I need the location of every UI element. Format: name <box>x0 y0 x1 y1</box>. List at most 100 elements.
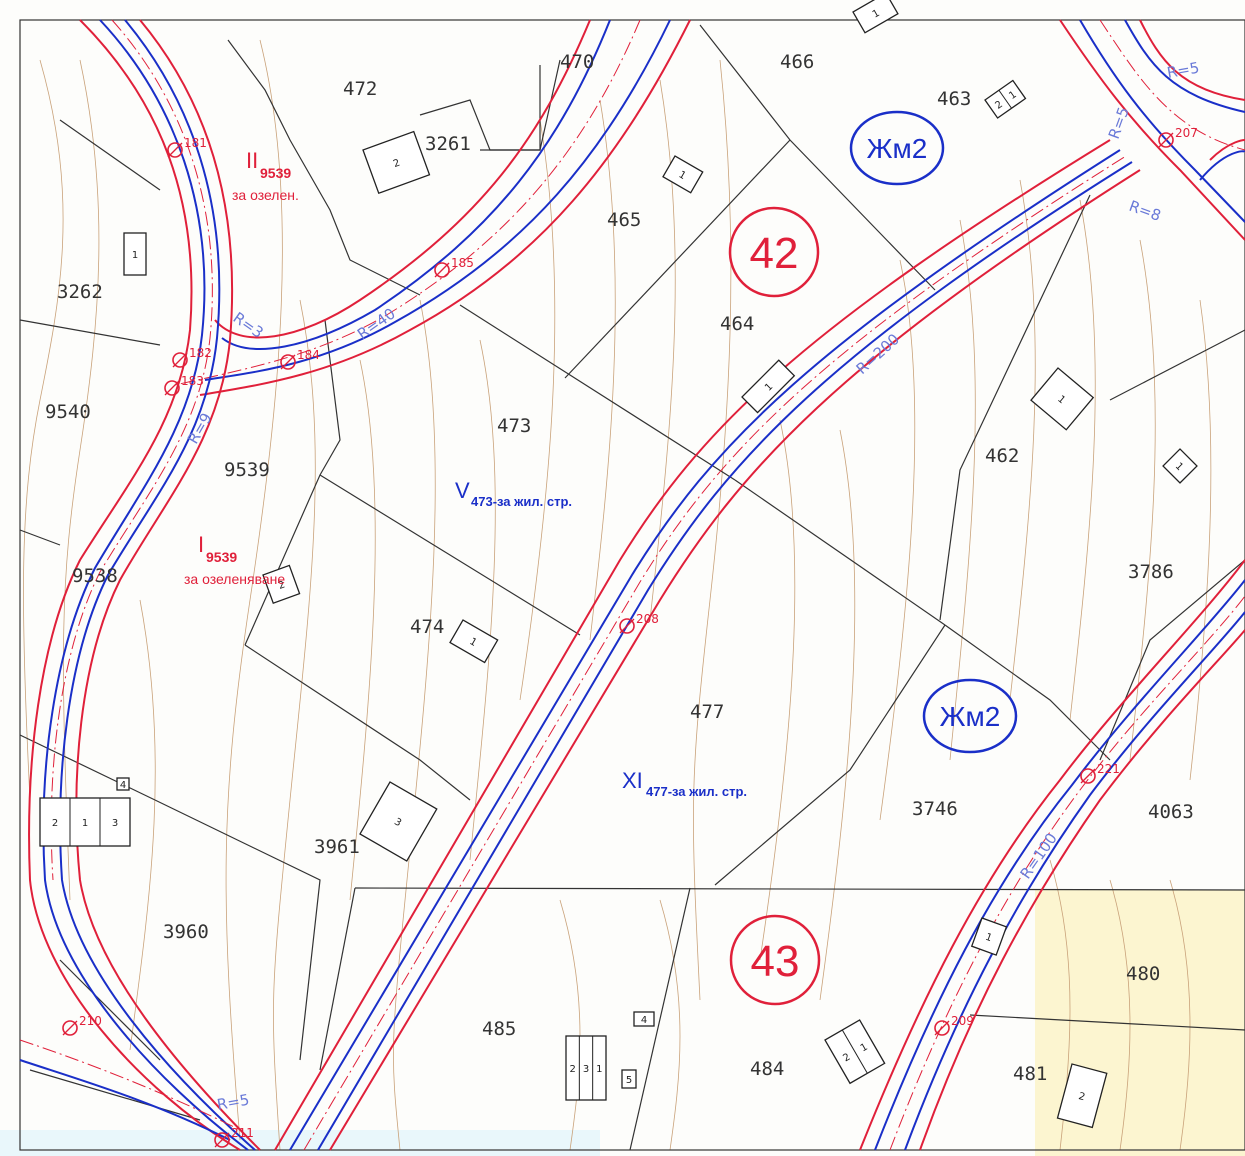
survey-point-number: 211 <box>231 1126 254 1140</box>
survey-point: 181 <box>167 136 207 158</box>
zone-marker[interactable]: Жм2 <box>849 110 945 186</box>
survey-point-number: 181 <box>184 136 207 150</box>
svg-text:за озеленяване: за озеленяване <box>184 571 285 587</box>
block-number: 42 <box>750 229 799 278</box>
survey-point: 208 <box>619 612 659 634</box>
building: 1 <box>662 155 704 194</box>
survey-point-number: 207 <box>1175 126 1198 140</box>
block-number-marker[interactable]: 42 <box>728 206 820 298</box>
survey-point-number: 185 <box>451 256 474 270</box>
zone-code: Жм2 <box>867 133 928 164</box>
building-number: 3 <box>112 818 118 829</box>
plot-number[interactable]: 480 <box>1126 963 1160 985</box>
svg-text:477-за жил. стр.: 477-за жил. стр. <box>646 784 747 799</box>
survey-point-number: 208 <box>636 612 659 626</box>
curve-radius-label: R=5 <box>216 1091 251 1114</box>
building-number: 1 <box>871 8 882 21</box>
plot-number[interactable]: 9540 <box>45 401 91 423</box>
survey-point-number: 182 <box>189 346 212 360</box>
survey-point: 211 <box>214 1126 254 1148</box>
building-number: 3 <box>392 816 403 829</box>
svg-text:9539: 9539 <box>260 165 291 181</box>
plot-number[interactable]: 9539 <box>224 459 270 481</box>
survey-point-number: 209 <box>951 1014 974 1028</box>
plot-number[interactable]: 470 <box>560 51 594 73</box>
plot-number[interactable]: 3961 <box>314 836 360 858</box>
plot-number[interactable]: 464 <box>720 313 754 335</box>
building: 1 <box>1162 448 1198 484</box>
plot-number[interactable]: 474 <box>410 616 444 638</box>
building-number: 1 <box>1007 89 1019 102</box>
plot-number[interactable]: 462 <box>985 445 1019 467</box>
contour-lines <box>23 39 1212 1151</box>
parcel-boundaries <box>19 19 1245 1151</box>
road-network <box>19 19 1245 1151</box>
building-number: 1 <box>677 169 688 182</box>
survey-point-number: 221 <box>1097 762 1120 776</box>
svg-text:V: V <box>455 478 470 503</box>
building-number: 1 <box>468 636 479 649</box>
building: 1 <box>123 232 147 276</box>
building-number: 1 <box>596 1064 602 1075</box>
building-number: 1 <box>984 932 994 945</box>
building-number: 2 <box>277 579 287 592</box>
building-number: 2 <box>569 1064 575 1075</box>
building-number: 2 <box>993 99 1005 112</box>
building: 3 <box>359 781 438 862</box>
survey-point: 185 <box>434 256 474 278</box>
building: 1 <box>852 0 899 34</box>
building-number: 4 <box>641 1015 647 1026</box>
building-number: 2 <box>841 1052 852 1065</box>
plot-number[interactable]: 485 <box>482 1018 516 1040</box>
building: 2 <box>362 130 431 195</box>
building: 2 <box>262 564 301 605</box>
plot-number[interactable]: 465 <box>607 209 641 231</box>
survey-point: 182 <box>172 346 212 368</box>
svg-text:I: I <box>198 532 204 557</box>
building: 4 <box>633 1011 655 1027</box>
plot-number[interactable]: 9538 <box>72 565 118 587</box>
survey-point-number: 210 <box>79 1014 102 1028</box>
plot-number[interactable]: 3261 <box>425 133 471 155</box>
survey-point: 210 <box>62 1014 102 1036</box>
survey-point-number: 184 <box>297 348 320 362</box>
block-number: 43 <box>751 937 800 986</box>
plot-number[interactable]: 484 <box>750 1058 784 1080</box>
plot-number[interactable]: 472 <box>343 78 377 100</box>
plot-number[interactable]: 3786 <box>1128 561 1174 583</box>
survey-point: 221 <box>1080 762 1120 784</box>
building: 5 <box>621 1069 637 1089</box>
plot-number[interactable]: 3960 <box>163 921 209 943</box>
plot-number[interactable]: 481 <box>1013 1063 1047 1085</box>
building-number: 1 <box>132 250 138 261</box>
plot-number[interactable]: 3746 <box>912 798 958 820</box>
building: 4 <box>116 777 130 791</box>
building-number: 1 <box>859 1042 870 1055</box>
building-number: 2 <box>392 158 402 171</box>
building-number: 3 <box>583 1064 589 1075</box>
svg-text:за озелен.: за озелен. <box>232 187 299 203</box>
plot-number[interactable]: 463 <box>937 88 971 110</box>
plot-number[interactable]: 4063 <box>1148 801 1194 823</box>
block-number-marker[interactable]: 43 <box>729 914 821 1006</box>
plot-number[interactable]: 473 <box>497 415 531 437</box>
plot-number[interactable]: 3262 <box>57 281 103 303</box>
svg-text:473-за жил. стр.: 473-за жил. стр. <box>471 494 572 509</box>
zone-marker[interactable]: Жм2 <box>922 678 1018 754</box>
building: 21 <box>824 1019 886 1085</box>
svg-text:XI: XI <box>622 768 643 793</box>
plot-number[interactable]: 477 <box>690 701 724 723</box>
plot-number[interactable]: 466 <box>780 51 814 73</box>
svg-text:9539: 9539 <box>206 549 237 565</box>
building-number: 2 <box>52 818 58 829</box>
building: 1 <box>970 917 1008 956</box>
survey-point: 207 <box>1158 126 1198 148</box>
survey-point: 209 <box>934 1014 974 1036</box>
zone-code: Жм2 <box>940 701 1001 732</box>
